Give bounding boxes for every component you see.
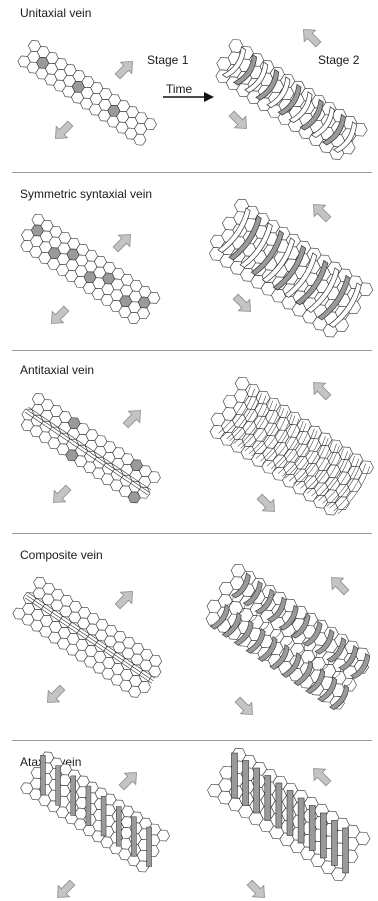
extension-arrow	[232, 694, 258, 720]
fibre	[40, 755, 45, 795]
fibre	[71, 776, 76, 816]
panel-art	[0, 351, 378, 533]
panel-ataxial: Ataxial vein	[0, 741, 378, 901]
panel-art	[0, 534, 378, 740]
panel-syntaxial: Symmetric syntaxial vein	[0, 173, 378, 350]
median-line	[27, 595, 154, 681]
fibre	[298, 798, 304, 843]
extension-arrow	[52, 877, 78, 901]
vein	[16, 38, 158, 148]
fibre	[116, 807, 121, 847]
panel-art	[0, 173, 378, 350]
extension-arrow	[308, 763, 334, 789]
extension-arrow	[112, 56, 138, 82]
fibre	[265, 776, 271, 821]
fibre	[276, 783, 282, 828]
fibre	[243, 761, 249, 806]
vein	[15, 391, 162, 509]
extension-arrow	[46, 303, 72, 329]
vein	[11, 575, 168, 703]
extension-arrow	[120, 405, 146, 431]
extension-arrow	[230, 291, 256, 317]
extension-arrow	[116, 767, 142, 793]
fibre	[320, 813, 326, 858]
vein	[15, 212, 162, 330]
vein	[205, 745, 373, 885]
fibre	[231, 753, 237, 798]
fibre	[309, 805, 315, 850]
fibre	[131, 817, 136, 857]
fibre	[331, 820, 337, 865]
fibre	[86, 786, 91, 826]
vein	[203, 374, 376, 521]
fibre	[287, 791, 293, 836]
extension-arrow	[326, 572, 352, 598]
extension-arrow	[112, 586, 138, 612]
fibre	[101, 796, 106, 836]
vein	[199, 561, 377, 712]
extension-arrow	[308, 377, 334, 403]
panel-art	[0, 0, 378, 172]
extension-arrow	[298, 24, 324, 50]
extension-arrow	[42, 682, 68, 708]
fibre	[147, 827, 152, 867]
vein	[17, 748, 173, 875]
extension-arrow	[244, 877, 270, 901]
extension-arrow	[254, 491, 280, 517]
fibre	[343, 828, 349, 873]
panel-composite: Composite vein	[0, 534, 378, 740]
extension-arrow	[110, 229, 136, 255]
extension-arrow	[50, 118, 76, 144]
extension-arrow	[308, 199, 334, 225]
vein	[209, 37, 370, 166]
panel-unitaxial: Unitaxial vein Stage 1 Stage 2 Time	[0, 0, 378, 172]
fibre	[56, 766, 61, 806]
vein	[202, 196, 375, 343]
panel-art	[0, 741, 378, 901]
panel-antitaxial: Antitaxial vein	[0, 351, 378, 533]
extension-arrow	[48, 482, 74, 508]
fibre	[254, 768, 260, 813]
extension-arrow	[226, 108, 252, 134]
